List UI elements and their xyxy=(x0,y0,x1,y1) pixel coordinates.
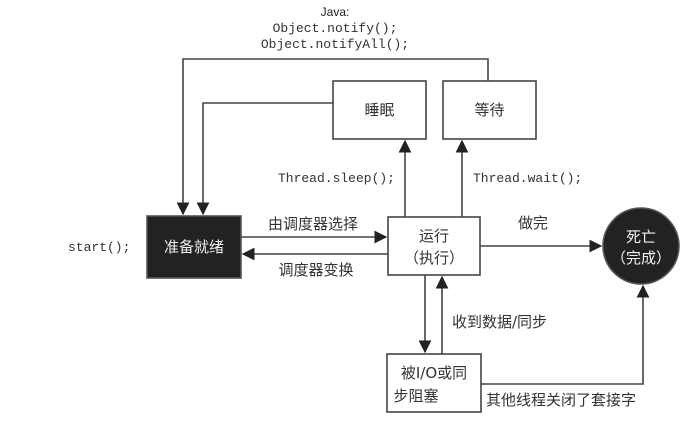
label-scheduler-select: 由调度器选择 xyxy=(268,215,358,233)
start-call: start(); xyxy=(68,240,130,255)
notify-all-call: Object.notifyAll(); xyxy=(261,37,409,52)
state-running-line2: （执行） xyxy=(404,249,464,267)
notify-call: Object.notify(); xyxy=(273,21,398,36)
label-done: 做完 xyxy=(518,214,548,232)
state-blocked-line1: 被I/O或同 xyxy=(401,364,467,382)
state-waiting: 等待 xyxy=(442,80,537,140)
state-dead: 死亡 （完成） xyxy=(602,207,680,285)
state-running: 运行 （执行） xyxy=(387,216,481,276)
state-blocked: 被I/O或同 步阻塞 xyxy=(386,353,482,413)
edge-blocked-to-dead xyxy=(481,284,650,385)
sleep-call: Thread.sleep(); xyxy=(278,171,395,186)
state-running-line1: 运行 xyxy=(419,227,449,245)
label-socket-closed: 其他线程关闭了套接字 xyxy=(486,391,636,409)
wait-call: Thread.wait(); xyxy=(473,171,582,186)
edge-sleeping-to-ready xyxy=(196,102,333,216)
state-sleeping: 睡眠 xyxy=(332,80,427,140)
state-blocked-line2: 步阻塞 xyxy=(393,387,438,405)
state-ready-label: 准备就绪 xyxy=(164,238,224,256)
state-ready: 准备就绪 xyxy=(146,215,242,279)
label-scheduler-swap: 调度器变换 xyxy=(278,261,353,279)
state-sleeping-label: 睡眠 xyxy=(364,101,394,119)
state-dead-line1: 死亡 xyxy=(626,228,656,246)
state-waiting-label: 等待 xyxy=(474,101,504,119)
java-label: Java: xyxy=(321,5,350,19)
state-dead-line2: （完成） xyxy=(611,249,671,267)
edge-waiting-to-ready xyxy=(176,58,489,216)
label-data-received: 收到数据/同步 xyxy=(452,313,547,331)
